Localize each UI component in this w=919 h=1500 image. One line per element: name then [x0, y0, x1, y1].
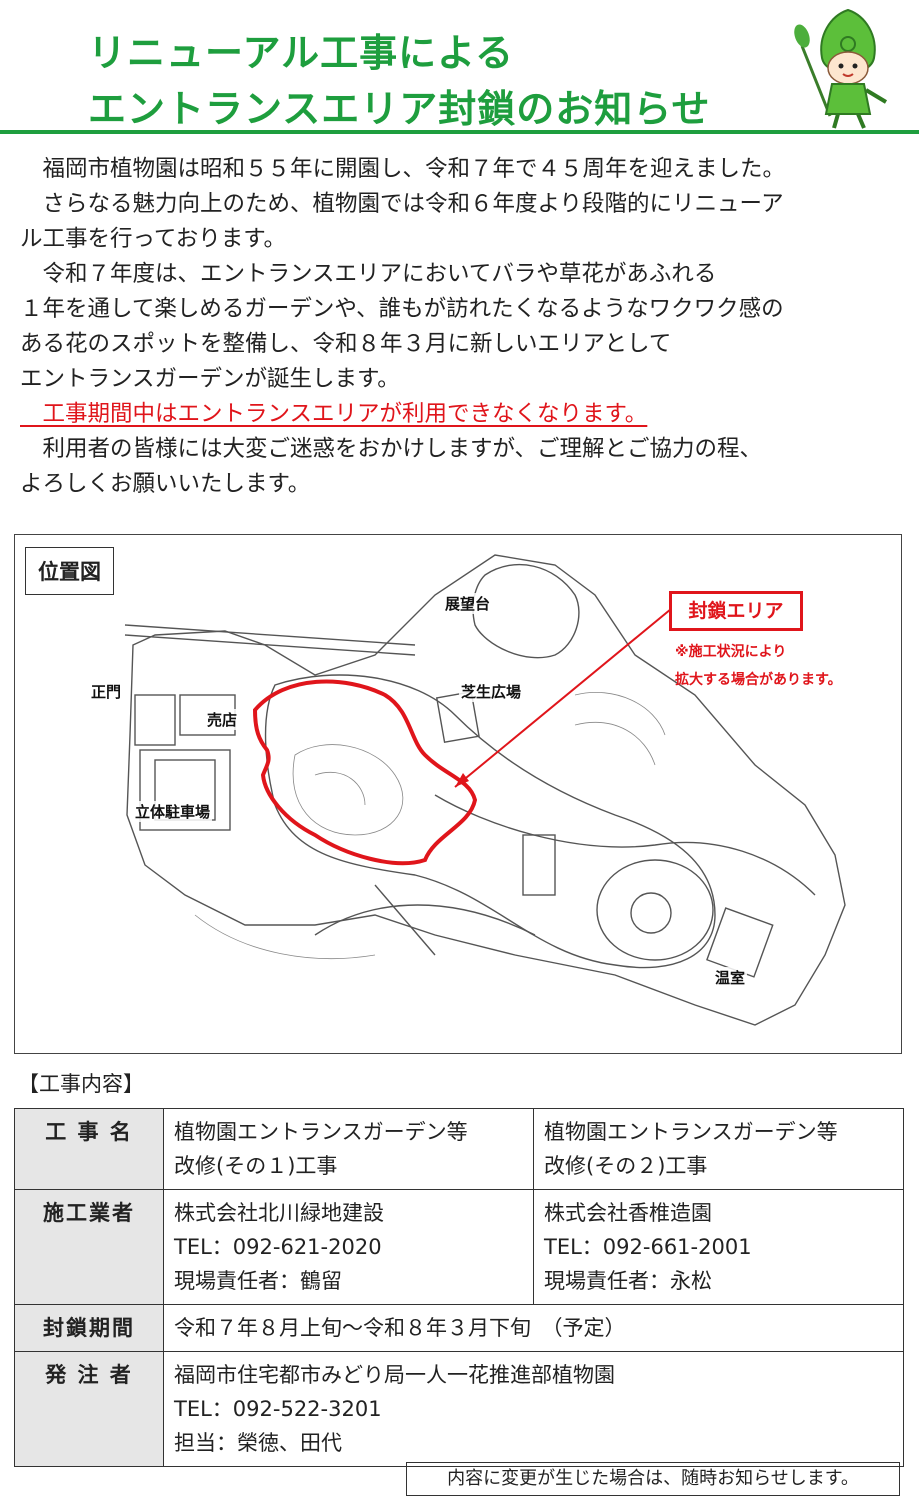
page-title-line1: リニューアル工事による: [88, 31, 514, 75]
title-divider: [0, 130, 919, 134]
cell-line: 福岡市住宅都市みどり局一人一花推進部植物園: [174, 1363, 615, 1387]
cell-line: 担当：榮徳、田代: [174, 1431, 342, 1455]
closed-area-label: 封鎖エリア: [669, 591, 803, 631]
closed-area-note-line1: ※施工状況により: [675, 644, 787, 660]
works-name-part1: 植物園エントランスガーデン等 改修(その１)工事: [163, 1108, 534, 1190]
row-label-name: 工 事 名: [14, 1108, 164, 1190]
contractor-part1: 株式会社北川緑地建設 TEL：092-621-2020 現場責任者：鶴留: [163, 1189, 534, 1305]
cell-line: TEL：092-621-2020: [174, 1235, 382, 1259]
works-name-part2: 植物園エントランスガーデン等 改修(その２)工事: [533, 1108, 904, 1190]
mascot-illustration: [794, 8, 888, 129]
row-label-contractor: 施工業者: [14, 1189, 164, 1305]
place-parking: 立体駐車場: [133, 801, 213, 822]
cell-line: 改修(その１)工事: [174, 1154, 338, 1178]
cell-line: 植物園エントランスガーデン等: [174, 1120, 468, 1144]
contractor-part2: 株式会社香椎造園 TEL：092-661-2001 現場責任者：永松: [533, 1189, 904, 1305]
body-line: 令和７年度は、エントランスエリアにおいてバラや草花があふれる: [20, 261, 717, 287]
place-greenhouse: 温室: [713, 967, 748, 988]
body-line: １年を通して楽しめるガーデンや、誰もが訪れたくなるようなワクワク感の: [20, 296, 784, 322]
body-line: ある花のスポットを整備し、令和８年３月に新しいエリアとして: [20, 331, 672, 357]
body-line: 利用者の皆様には大変ご迷惑をおかけしますが、ご理解とご協力の程、: [20, 436, 763, 462]
location-map: 位置図 封鎖エリア ※施工状況により 拡大する場合があります。 展望台 正門 売…: [14, 534, 902, 1054]
table-row: 発 注 者 福岡市住宅都市みどり局一人一花推進部植物園 TEL：092-522-…: [14, 1351, 904, 1467]
table-row: 施工業者 株式会社北川緑地建設 TEL：092-621-2020 現場責任者：鶴…: [14, 1189, 904, 1305]
row-label-period: 封鎖期間: [14, 1304, 164, 1352]
body-line: よろしくお願いいたします。: [20, 471, 311, 497]
table-row: 工 事 名 植物園エントランスガーデン等 改修(その１)工事 植物園エントランス…: [14, 1108, 904, 1190]
cell-line: 植物園エントランスガーデン等: [544, 1120, 838, 1144]
place-observatory: 展望台: [443, 593, 493, 614]
closure-period: 令和７年８月上旬～令和８年３月下旬 （予定）: [163, 1304, 904, 1352]
cell-line: TEL：092-522-3201: [174, 1397, 382, 1421]
cell-line: 株式会社北川緑地建設: [174, 1201, 384, 1225]
client-info: 福岡市住宅都市みどり局一人一花推進部植物園 TEL：092-522-3201 担…: [163, 1351, 904, 1467]
body-line: エントランスガーデンが誕生します。: [20, 366, 400, 392]
cell-line: TEL：092-661-2001: [544, 1235, 752, 1259]
row-label-client: 発 注 者: [14, 1351, 164, 1467]
closed-area-outline: [252, 679, 478, 866]
announcement-body: 福岡市植物園は昭和５５年に開園し、令和７年で４５周年を迎えました。 さらなる魅力…: [20, 152, 910, 502]
table-row: 封鎖期間 令和７年８月上旬～令和８年３月下旬 （予定）: [14, 1304, 904, 1352]
place-lawn-plaza: 芝生広場: [459, 681, 524, 702]
map-legend-label: 位置図: [25, 547, 114, 595]
body-line: ル工事を行っております。: [20, 226, 286, 252]
works-table: 工 事 名 植物園エントランスガーデン等 改修(その１)工事 植物園エントランス…: [14, 1108, 904, 1467]
place-main-gate: 正門: [89, 681, 124, 702]
works-section-title: 【工事内容】: [18, 1072, 144, 1096]
change-notice: 内容に変更が生じた場合は、随時お知らせします。: [406, 1462, 900, 1496]
page-title-line2: エントランスエリア封鎖のお知らせ: [88, 87, 711, 131]
closure-warning: 工事期間中はエントランスエリアが利用できなくなります。: [20, 401, 648, 427]
cell-line: 株式会社香椎造園: [544, 1201, 712, 1225]
cell-line: 改修(その２)工事: [544, 1154, 708, 1178]
cell-line: 現場責任者：永松: [544, 1269, 712, 1293]
closed-area-note-line2: 拡大する場合があります。: [675, 672, 842, 688]
cell-line: 現場責任者：鶴留: [174, 1269, 342, 1293]
map-drawing: [124, 554, 846, 1026]
body-line: さらなる魅力向上のため、植物園では令和６年度より段階的にリニューア: [20, 191, 784, 217]
place-shop: 売店: [205, 709, 240, 730]
body-line: 福岡市植物園は昭和５５年に開園し、令和７年で４５周年を迎えました。: [20, 156, 786, 182]
